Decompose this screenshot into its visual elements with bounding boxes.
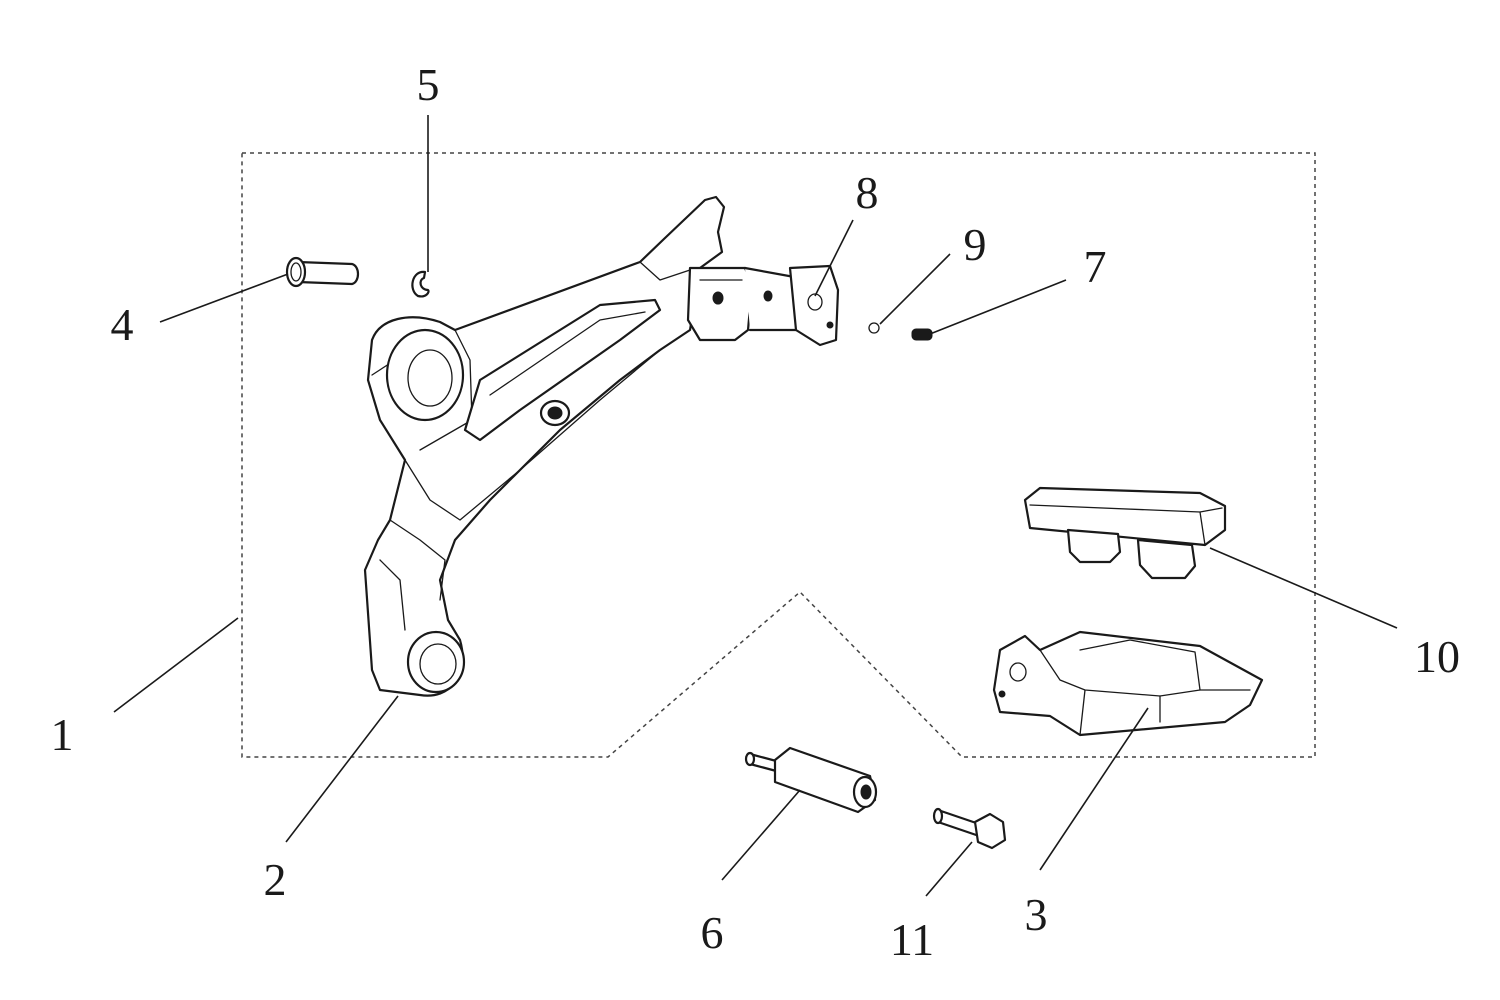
callout-2: 2: [264, 854, 287, 905]
detent-ball: [868, 322, 880, 334]
assembly-boundary: [241, 152, 1316, 758]
callout-6: 6: [701, 907, 724, 958]
leader-2: [285, 695, 399, 843]
e-clip: [411, 270, 430, 298]
callout-5: 5: [417, 59, 440, 110]
callout-1: 1: [51, 709, 74, 760]
leader-8: [814, 219, 854, 297]
threaded-spacer: [744, 746, 878, 814]
callout-10: 10: [1414, 631, 1460, 682]
callout-3: 3: [1025, 889, 1048, 940]
leader-6: [721, 789, 801, 881]
leader-7: [929, 279, 1067, 335]
leader-10: [1209, 547, 1398, 629]
footrest-bracket: [363, 195, 840, 697]
callout-4: 4: [111, 299, 134, 350]
callout-8: 8: [856, 167, 879, 218]
leader-11: [925, 841, 973, 897]
flange-bolt: [932, 807, 1007, 850]
callout-labels: 1 2 3 4 5 6 7 8 9 10 11: [51, 59, 1461, 965]
leader-lines: [113, 115, 1398, 897]
callout-11: 11: [890, 914, 934, 965]
leader-1: [113, 617, 239, 713]
leader-4: [159, 273, 289, 323]
callout-9: 9: [964, 219, 987, 270]
footpeg-base: [992, 630, 1264, 737]
rubber-footpeg-pad: [1023, 486, 1227, 580]
leader-9: [879, 253, 951, 325]
detent-spring: [911, 328, 933, 341]
pivot-pin: [285, 256, 360, 288]
leader-3: [1039, 707, 1149, 871]
callout-7: 7: [1084, 241, 1107, 292]
